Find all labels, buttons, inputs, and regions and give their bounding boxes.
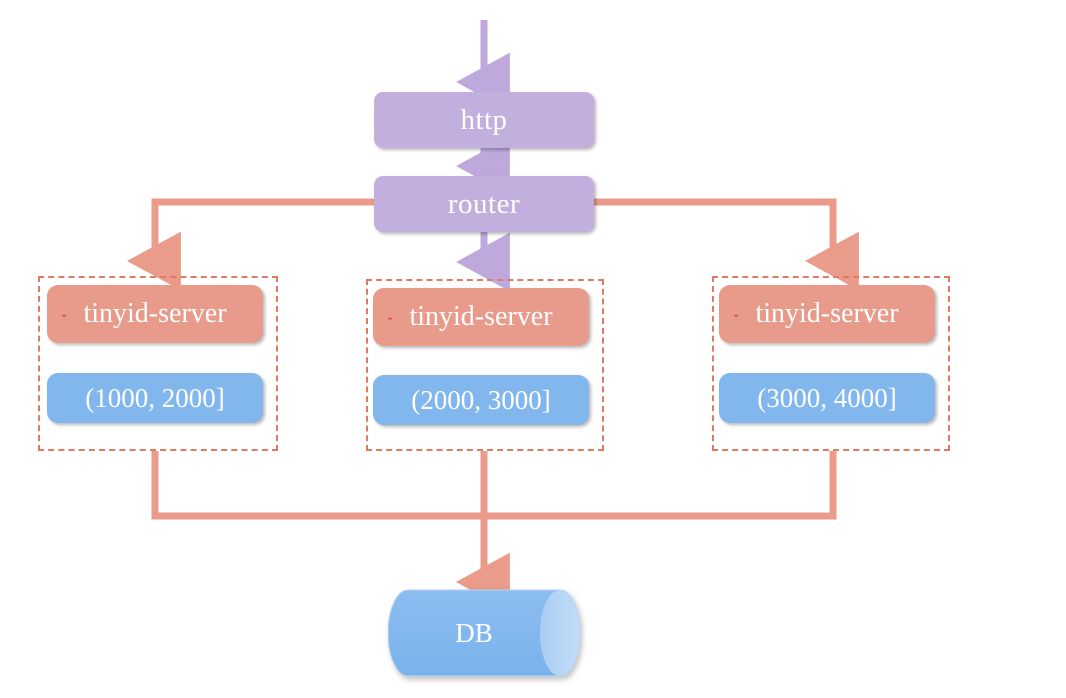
node-http[interactable]: http [374,92,594,148]
segment-group-2-range-label: (2000, 3000] [411,384,551,415]
segment-group-3 [712,276,950,451]
node-http-label: http [460,103,508,136]
segment-group-2-server[interactable]: tinyid-server [373,288,589,346]
segment-group-1 [38,276,278,451]
segment-group-2 [366,279,604,451]
connector-group-3-to-db [484,451,837,520]
segment-group-1-server-label: tinyid-server [83,298,227,329]
connector-group-1-to-db [151,451,484,520]
node-router[interactable]: router [374,176,594,232]
node-db-label: DB [455,618,493,648]
segment-group-1-range-label: (1000, 2000] [85,382,225,413]
segment-group-3-server-label: tinyid-server [755,298,899,329]
connector-router-to-group-3 [594,198,859,291]
segment-group-3-range-label: (3000, 4000] [757,382,897,413]
segment-group-3-range[interactable]: (3000, 4000] [719,373,935,423]
connector-router-to-group-1 [127,198,374,291]
segment-group-2-server-label: tinyid-server [409,301,553,332]
node-db[interactable] [388,588,580,678]
segment-group-2-range[interactable]: (2000, 3000] [373,375,589,425]
segment-group-1-server[interactable]: tinyid-server [47,285,263,343]
segment-group-1-range[interactable]: (1000, 2000] [47,373,263,423]
node-router-label: router [447,187,521,220]
segment-group-3-server[interactable]: tinyid-server [719,285,935,343]
